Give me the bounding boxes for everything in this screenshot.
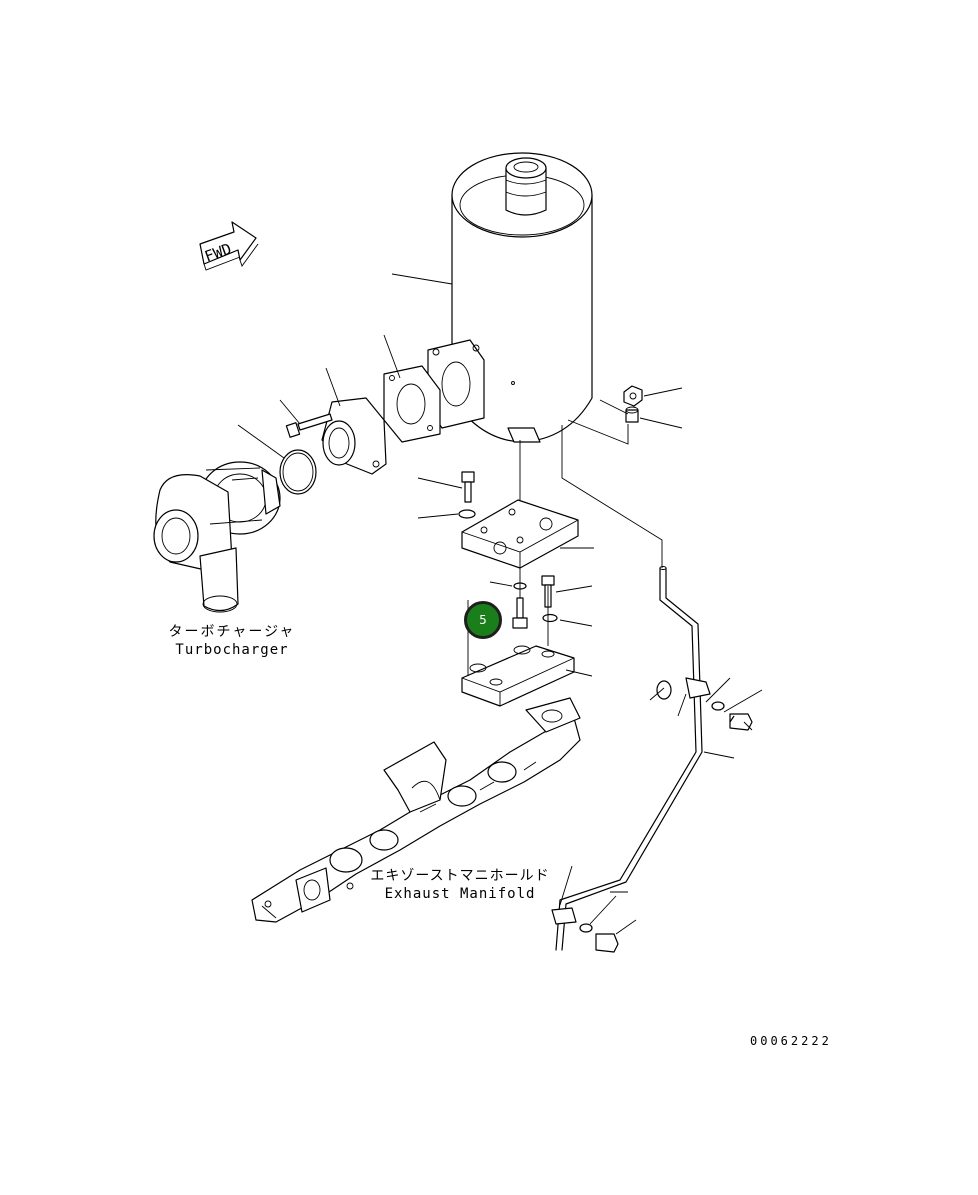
connector — [321, 397, 387, 475]
leader-washer-right — [559, 619, 593, 627]
turbocharger — [153, 461, 281, 613]
upper-bracket — [461, 499, 579, 569]
exhaust-manifold — [251, 697, 581, 923]
o-ring — [279, 449, 317, 495]
mount-line — [567, 399, 629, 445]
leader-lower-bracket — [565, 669, 593, 677]
spacer — [625, 406, 639, 423]
leader-muffler — [391, 273, 453, 285]
leaders-clamp-bottom — [559, 865, 637, 935]
assembly-guides — [467, 440, 549, 676]
drawing-number: 00062222 — [750, 1034, 832, 1048]
leader-bolt-upper — [417, 477, 463, 489]
leader-bolt-right — [555, 585, 593, 593]
leader-gasket — [383, 334, 401, 379]
turbocharger-label-en: Turbocharger — [175, 642, 288, 658]
callout-badge[interactable]: 5 — [464, 601, 502, 639]
muffler — [427, 152, 593, 443]
fwd-arrow: FWD — [199, 221, 259, 271]
bolt-connector — [285, 413, 333, 438]
leader-spacer — [639, 417, 683, 429]
leader-nut-top — [643, 387, 683, 397]
leader-bolt-1 — [279, 399, 301, 425]
drain-tube — [555, 425, 703, 951]
washer-right — [542, 613, 558, 623]
manifold-label-en: Exhaust Manifold — [385, 886, 536, 902]
leaders-clamp-right — [649, 677, 763, 731]
turbocharger-label-jp: ターボチャージャ — [169, 624, 296, 640]
leader-washer-upper — [417, 513, 459, 519]
clamp-right — [656, 677, 753, 731]
nut-top — [623, 385, 643, 407]
bolt-callout — [512, 597, 528, 629]
leader-tube — [703, 751, 735, 759]
bolt-upper — [461, 471, 475, 503]
leader-washer-middle — [489, 581, 513, 587]
clamp-bottom — [551, 907, 619, 953]
washer-upper — [458, 509, 476, 519]
leader-connector — [325, 367, 341, 407]
manifold-label-jp: エキゾーストマニホールド — [370, 868, 549, 884]
leader-o-ring — [237, 424, 285, 459]
lower-bracket — [461, 645, 575, 707]
